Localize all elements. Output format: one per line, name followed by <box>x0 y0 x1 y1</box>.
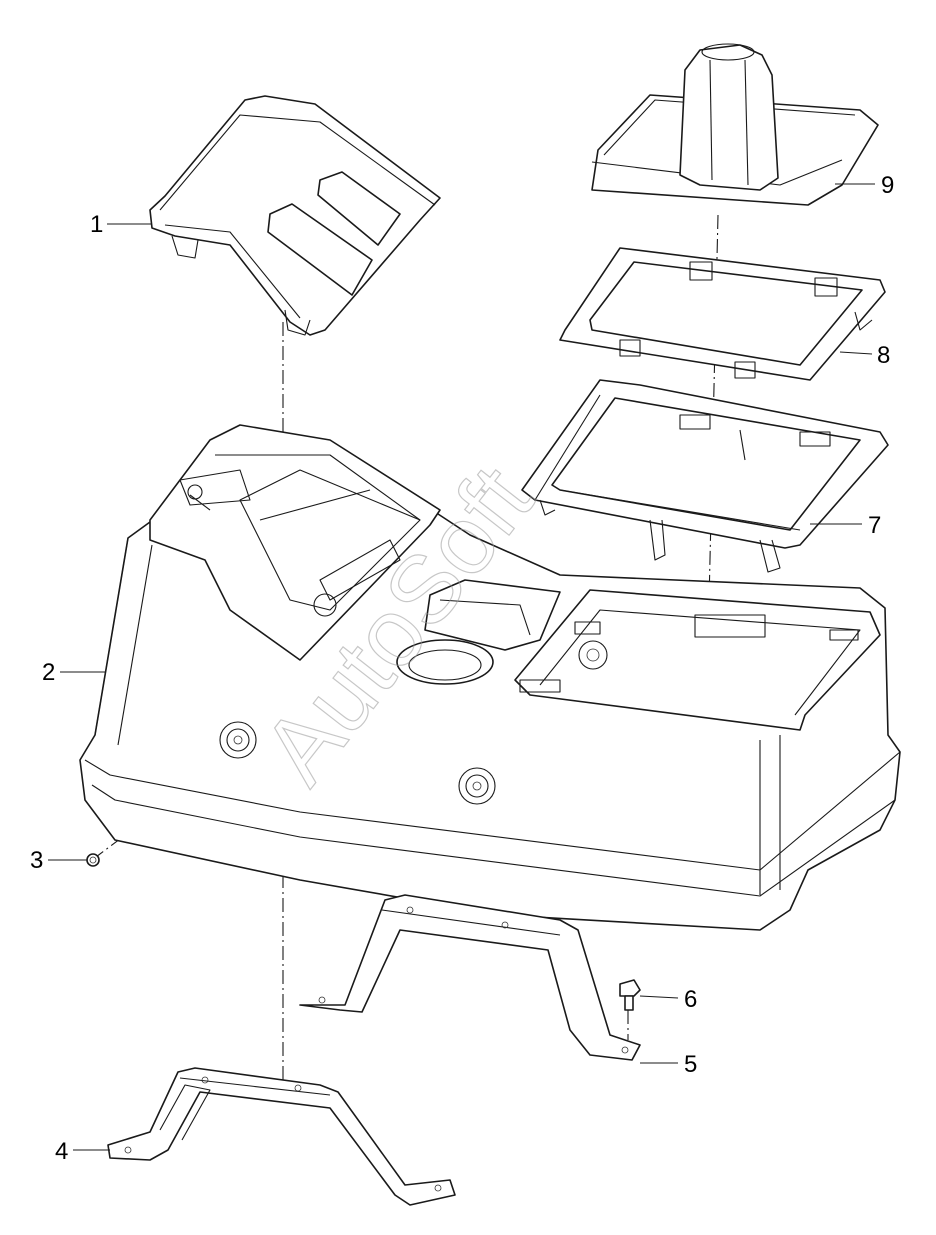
part-6-bolt <box>619 979 641 1011</box>
callout-9: 9 <box>881 172 894 199</box>
callout-8: 8 <box>877 342 890 369</box>
callout-7: 7 <box>868 512 881 539</box>
part-8-trim-frame <box>559 247 886 381</box>
part-3-nut <box>86 853 100 867</box>
callout-3: 3 <box>30 847 43 874</box>
callouts: 1 2 3 4 5 6 7 8 9 <box>30 172 894 1165</box>
callout-2: 2 <box>42 659 55 686</box>
leader-lines <box>48 183 875 1151</box>
callout-1: 1 <box>90 211 103 238</box>
part-7-shifter-bezel <box>521 379 889 573</box>
part-1-rear-cover <box>149 95 441 336</box>
part-5-front-bracket <box>299 894 641 1061</box>
callout-4: 4 <box>55 1138 68 1165</box>
callout-5: 5 <box>684 1051 697 1078</box>
part-4-rear-bracket <box>107 1067 456 1206</box>
callout-6: 6 <box>684 986 697 1013</box>
part-9-shift-boot <box>591 43 879 206</box>
part-2-console-body <box>79 424 901 931</box>
